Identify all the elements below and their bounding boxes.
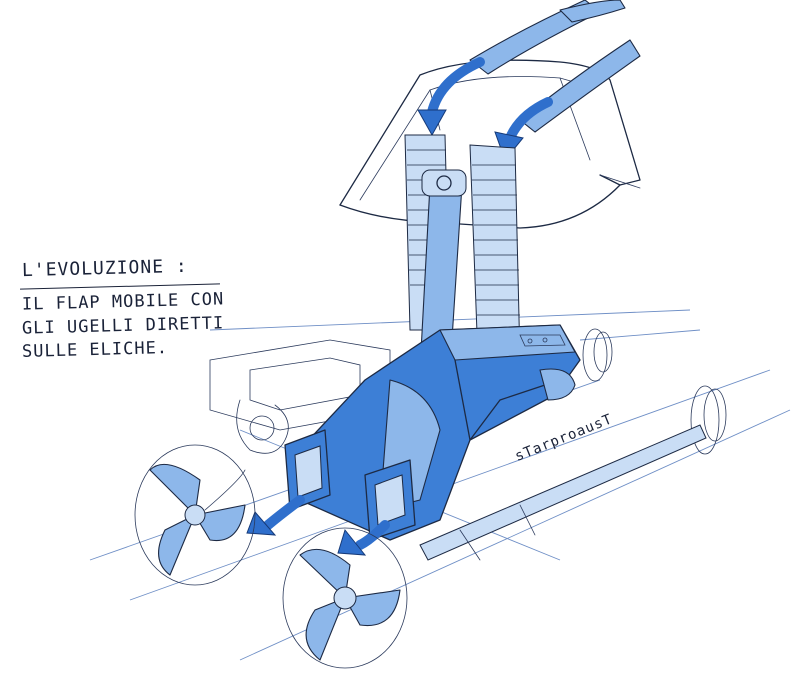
lower-propeller-shaft xyxy=(419,424,707,561)
caption-line-3: SULLE ELICHE. xyxy=(21,338,169,362)
upper-right-shaft-rings xyxy=(582,328,727,455)
intake-flow-arrows xyxy=(417,57,553,162)
nozzle-outlets xyxy=(284,429,416,541)
intake-hoses xyxy=(469,0,641,133)
right-propeller xyxy=(282,527,408,669)
mobile-flap xyxy=(289,324,581,541)
caption-title: L'EVOLUZIONE : xyxy=(21,255,188,282)
left-propeller xyxy=(134,444,256,586)
